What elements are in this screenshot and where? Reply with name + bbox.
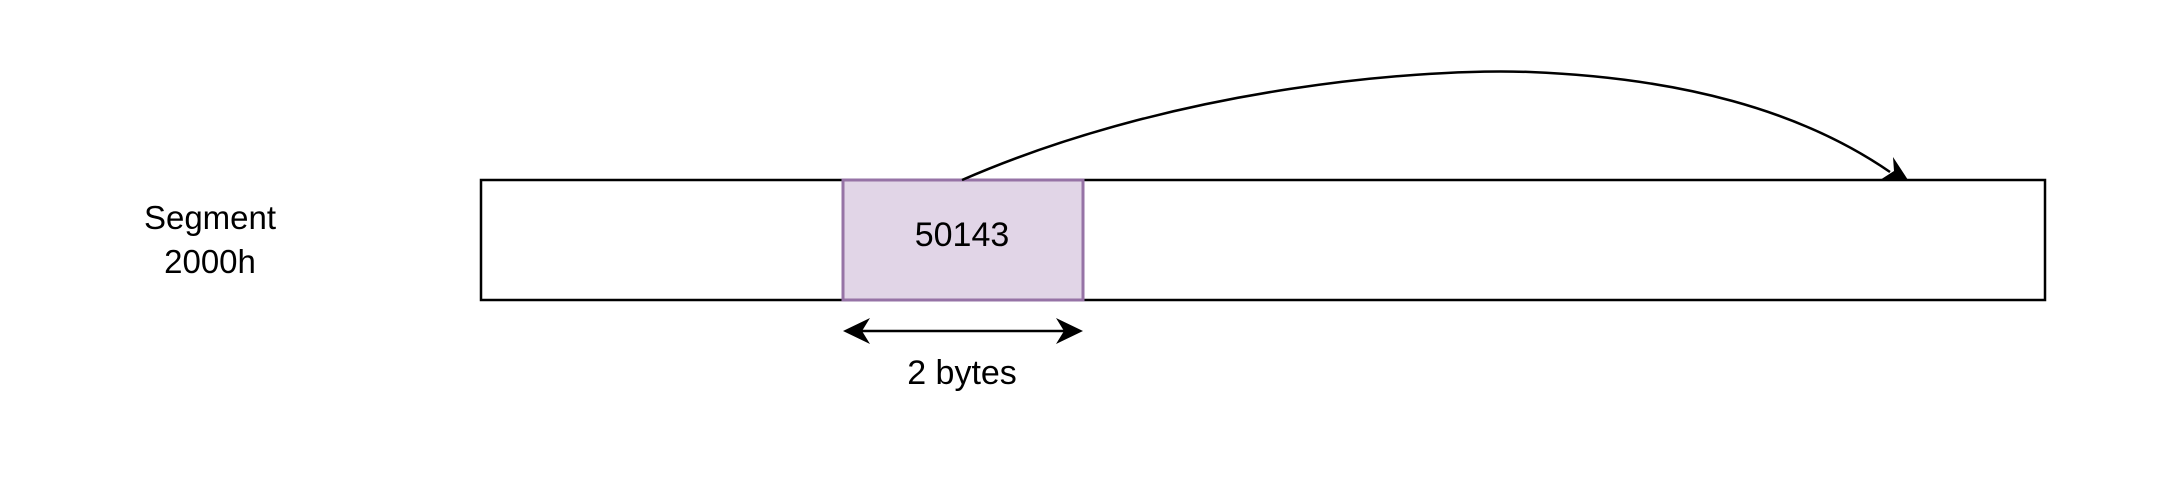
pointer-arrowhead-icon [1880,157,1908,180]
segment-bar [479,178,2047,302]
pointer-arc [961,70,1891,182]
segment-address: 2000h [164,243,256,280]
dimension-arrow-right-icon [1056,318,1083,344]
segment-label: Segment 2000h [95,196,325,284]
dimension-label: 2 bytes [907,354,1017,392]
dimension-arrow-left-icon [843,318,870,344]
cell-value: 50143 [914,216,1010,254]
segment-name: Segment [143,199,277,236]
highlighted-cell [841,178,1085,302]
